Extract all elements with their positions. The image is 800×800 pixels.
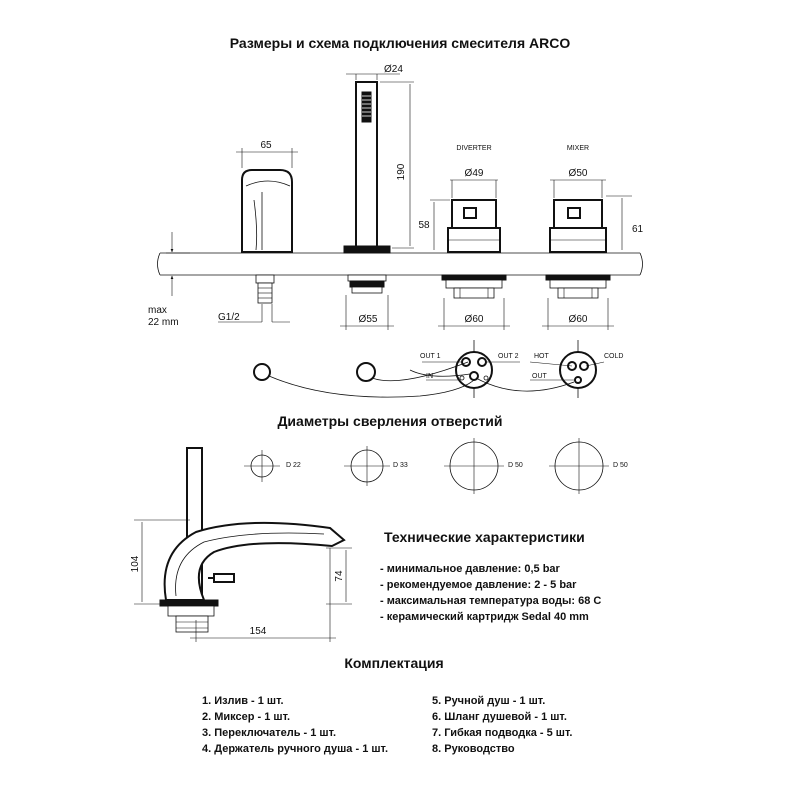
- mixer-label: MIXER: [567, 145, 589, 152]
- kit-item: 1. Излив - 1 шт.: [202, 695, 284, 707]
- spec-item: - керамический картридж Sedal 40 mm: [380, 611, 589, 623]
- spec-item: - минимальное давление: 0,5 bar: [380, 563, 561, 575]
- spec-item: - рекомендуемое давление: 2 - 5 bar: [380, 579, 577, 591]
- kit-item: 6. Шланг душевой - 1 шт.: [432, 711, 567, 723]
- mixer-front-view: MIXER Ø50 61 Ø60: [542, 145, 644, 330]
- mixer-diameter-label: Ø50: [569, 168, 588, 179]
- drill-hole: D 50: [549, 438, 628, 494]
- side-height-label: 104: [130, 555, 141, 572]
- label-out1: OUT 1: [420, 353, 441, 360]
- thread-label: G1/2: [218, 312, 240, 323]
- kit-item: 4. Держатель ручного душа - 1 шт.: [202, 743, 388, 755]
- max-label: max: [148, 305, 167, 316]
- kit-item: 8. Руководство: [432, 743, 515, 755]
- diverter-height-label: 58: [418, 220, 430, 231]
- specs-title: Технические характеристики: [384, 529, 585, 545]
- hole-label: D 22: [286, 462, 301, 469]
- handshower-diameter-label: Ø24: [384, 64, 403, 75]
- drill-hole: D 50: [444, 438, 523, 494]
- deck: [157, 252, 643, 276]
- base-d60a-label: Ø60: [465, 314, 484, 325]
- specs-section: Технические характеристики - минимальное…: [380, 529, 601, 623]
- drill-hole: D 33: [344, 446, 408, 486]
- kit-item: 7. Гибкая подводка - 5 шт.: [432, 727, 572, 739]
- diverter-label: DIVERTER: [456, 145, 491, 152]
- kit-section: Комплектация 1. Излив - 1 шт. 2. Миксер …: [202, 655, 572, 755]
- label-out: OUT: [532, 373, 548, 380]
- side-height2-label: 74: [334, 570, 345, 582]
- drilling-title: Диаметры сверления отверстий: [277, 413, 502, 429]
- hole-label: D 50: [613, 462, 628, 469]
- side-length-label: 154: [250, 626, 267, 637]
- label-out2: OUT 2: [498, 353, 519, 360]
- base-d55-label: Ø55: [359, 314, 378, 325]
- spec-item: - максимальная температура воды: 68 С: [380, 595, 601, 607]
- diverter-diameter-label: Ø49: [465, 168, 484, 179]
- kit-item: 3. Переключатель - 1 шт.: [202, 727, 336, 739]
- label-cold: COLD: [604, 353, 623, 360]
- kit-item: 5. Ручной душ - 1 шт.: [432, 695, 545, 707]
- label-in: IN: [426, 373, 433, 380]
- spout-front-view: 65 max 22 mm G1/2: [148, 140, 298, 328]
- mixer-height-label: 61: [632, 224, 644, 235]
- label-hot: HOT: [534, 353, 550, 360]
- connection-scheme: OUT 1 OUT 2 IN HOT COLD OUT: [253, 340, 623, 398]
- hole-label: D 50: [508, 462, 523, 469]
- drill-hole: D 22: [244, 450, 301, 482]
- hole-label: D 33: [393, 462, 408, 469]
- hand-shower-front-view: Ø24 190 Ø55: [340, 64, 414, 330]
- spout-side-view: 104 74 154: [130, 447, 352, 642]
- main-title: Размеры и схема подключения смесителя AR…: [230, 35, 571, 51]
- max-value-label: 22 mm: [148, 317, 179, 328]
- kit-item: 2. Миксер - 1 шт.: [202, 711, 290, 723]
- diverter-front-view: DIVERTER Ø49 58 Ø60: [418, 145, 510, 330]
- kit-title: Комплектация: [344, 655, 443, 671]
- spout-width-label: 65: [260, 140, 272, 151]
- handshower-height-label: 190: [396, 163, 407, 180]
- base-d60b-label: Ø60: [569, 314, 588, 325]
- drill-holes: D 22 D 33 D 50 D 50: [244, 438, 628, 494]
